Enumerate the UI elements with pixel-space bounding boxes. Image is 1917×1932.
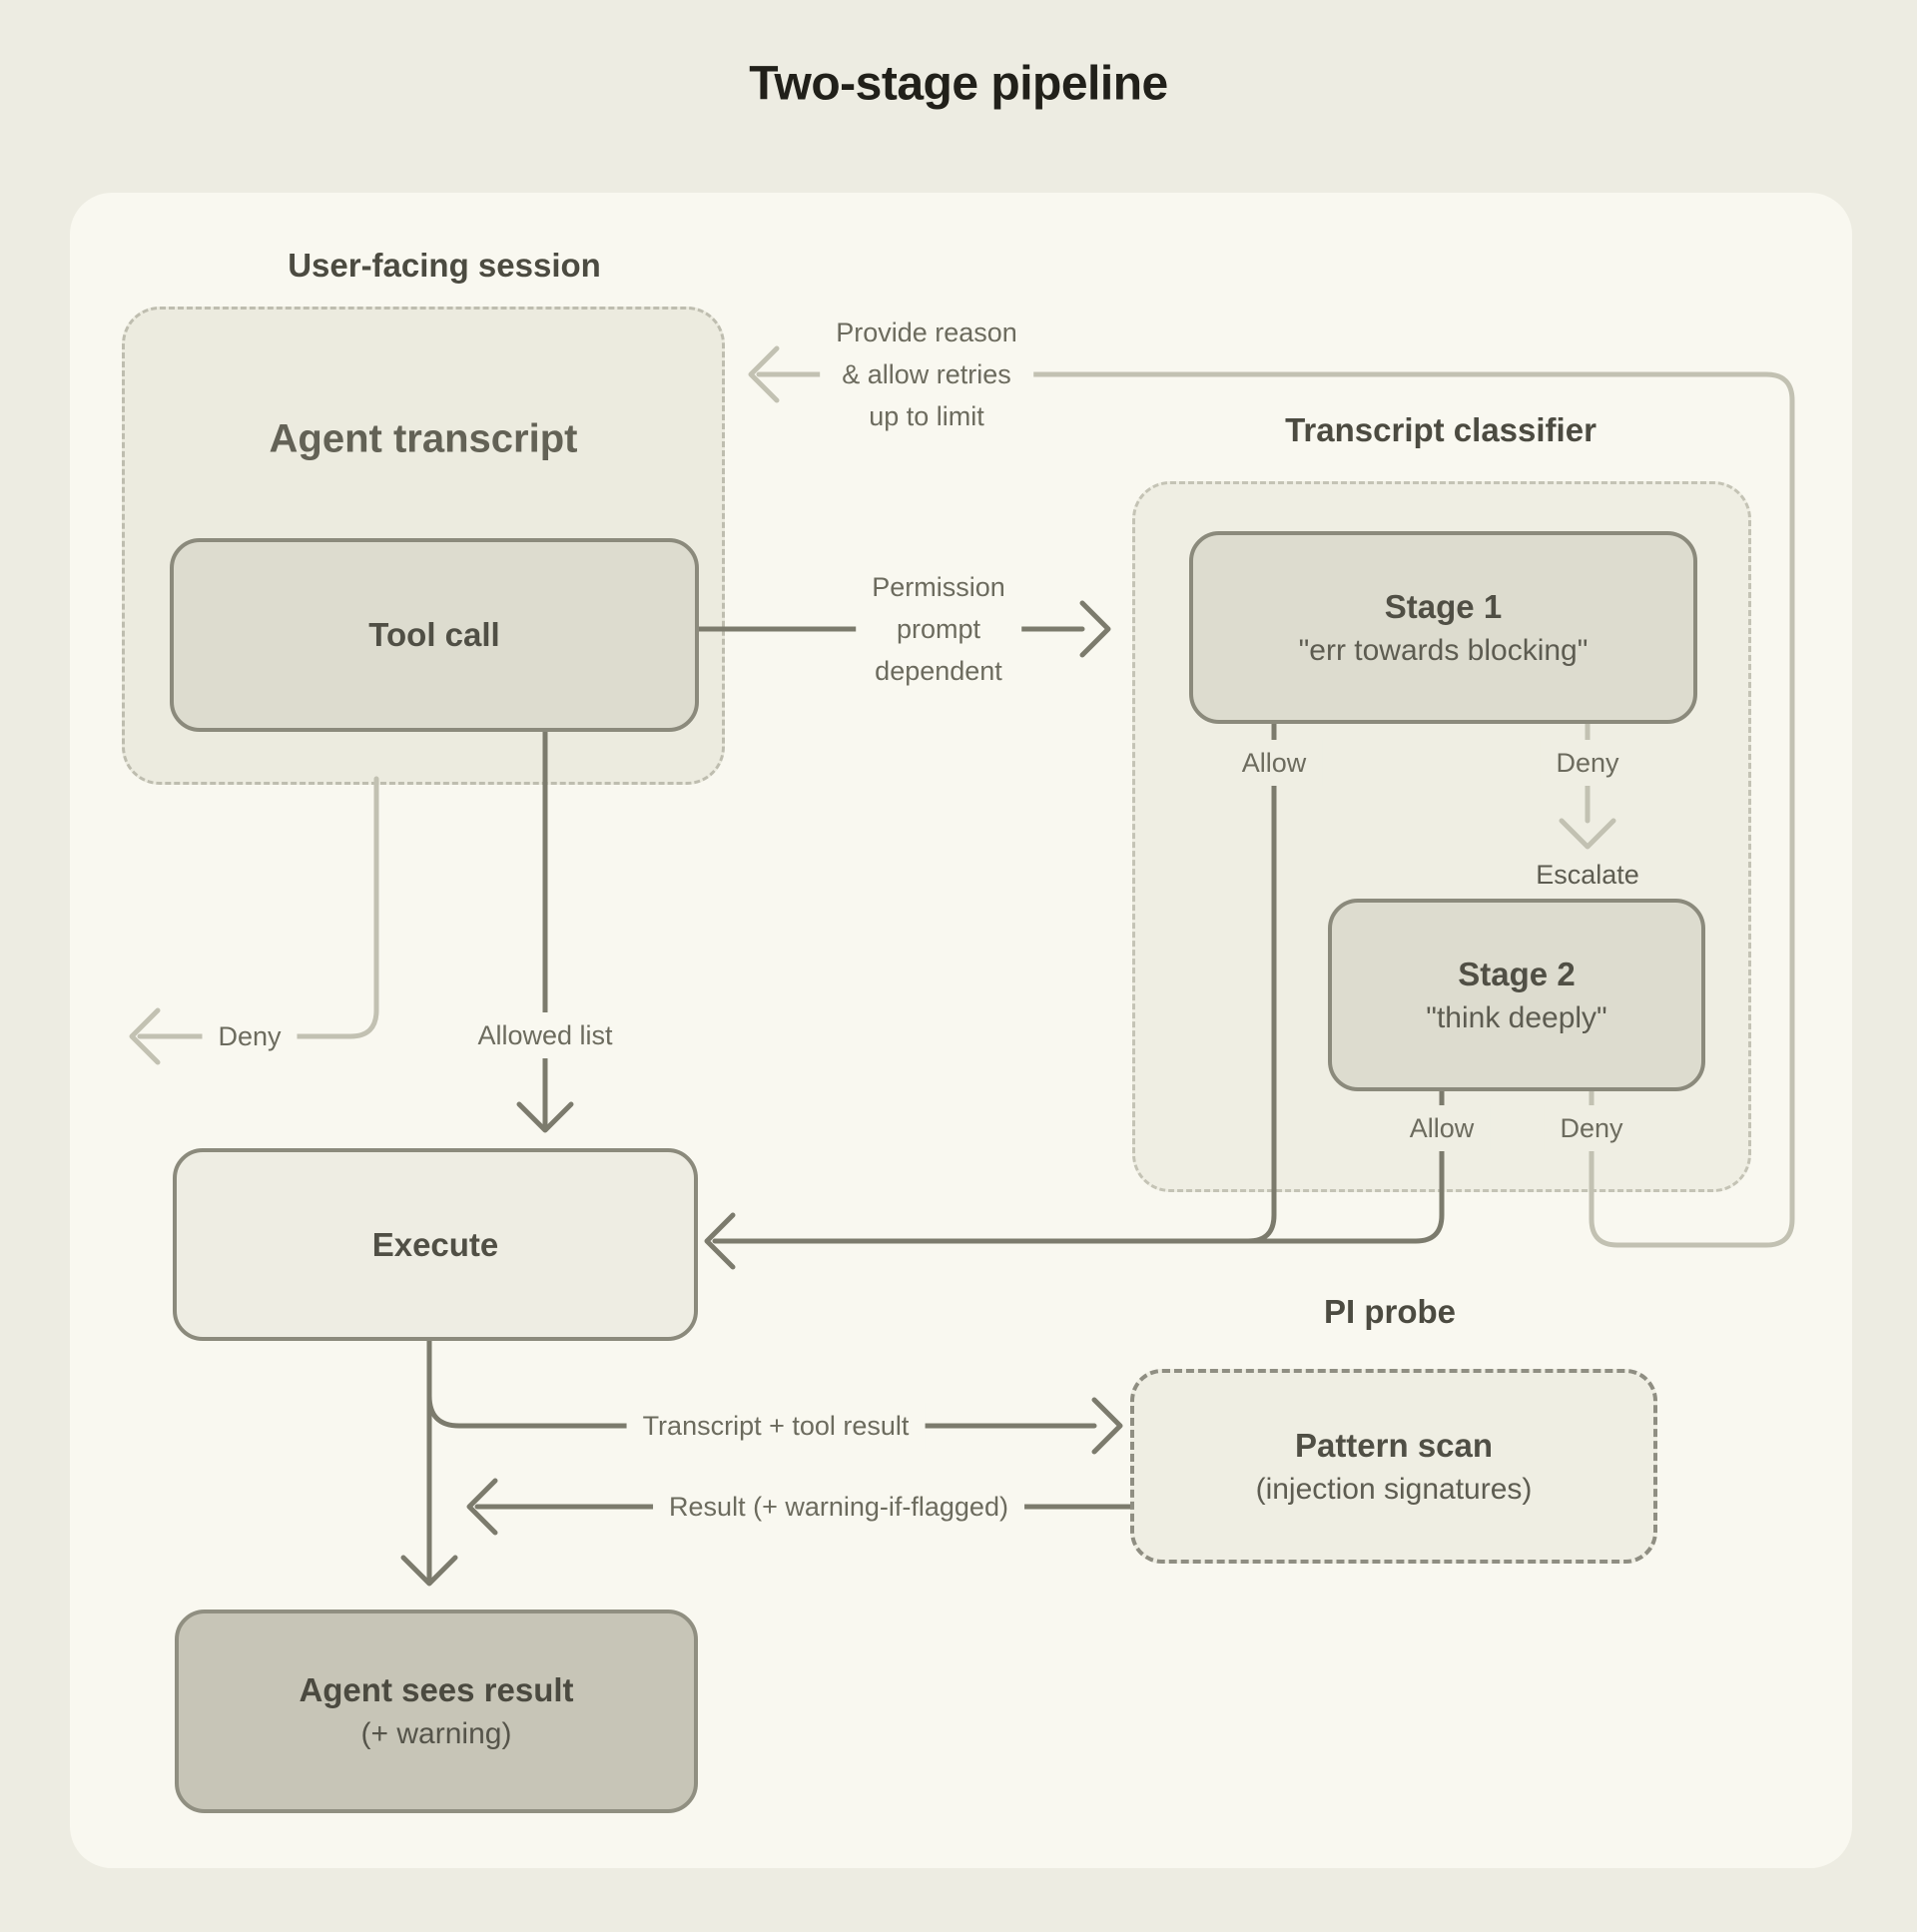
execute-result-arrow: [400, 1332, 1123, 1587]
stage2-node: Stage 2 "think deeply": [1328, 899, 1705, 1091]
permission-line3: dependent: [875, 656, 1002, 686]
stage2-sublabel: "think deeply": [1426, 1000, 1607, 1034]
stage1-node: Stage 1 "err towards blocking": [1189, 531, 1697, 724]
stage2-allow-arrow: [1245, 1078, 1445, 1244]
user-facing-session-heading: User-facing session: [288, 247, 601, 284]
escalate-label: Escalate: [1536, 860, 1639, 890]
execute-label: Execute: [371, 1225, 499, 1263]
agent-sees-result-node: Agent sees result (+ warning): [175, 1610, 698, 1813]
provide-reason-line1: Provide reason: [836, 318, 1017, 347]
transcript-classifier-heading: Transcript classifier: [1285, 411, 1597, 448]
user-deny-label: Deny: [202, 1013, 298, 1059]
execute-node: Execute: [173, 1148, 698, 1341]
result-warning-label: Result (+ warning-if-flagged): [653, 1484, 1024, 1530]
provide-reason-edge-label: Provide reason & allow retries up to lim…: [820, 310, 1033, 439]
agent-sees-result-label: Agent sees result: [299, 1671, 574, 1708]
stage2-allow-label: Allow: [1393, 1105, 1491, 1151]
agent-sees-result-sublabel: (+ warning): [360, 1717, 512, 1750]
provide-reason-line3: up to limit: [869, 401, 984, 431]
user-deny-arrow: [129, 776, 379, 1065]
pi-probe-heading: PI probe: [1323, 1293, 1457, 1330]
pattern-scan-node: Pattern scan (injection signatures): [1130, 1369, 1657, 1564]
permission-edge-label: Permission prompt dependent: [856, 564, 1021, 694]
permission-line1: Permission: [872, 572, 1005, 602]
permission-line2: prompt: [896, 614, 981, 644]
stage2-label: Stage 2: [1458, 955, 1576, 992]
tool-call-label: Tool call: [368, 616, 500, 653]
pattern-scan-label: Pattern scan: [1294, 1426, 1494, 1464]
agent-transcript-title: Agent transcript: [269, 416, 578, 461]
stage1-allow-label: Allow: [1225, 740, 1323, 786]
deny-feedback-loop-arrow: [748, 345, 1795, 1248]
allowed-list-arrow: [516, 721, 574, 1133]
transcript-result-label: Transcript + tool result: [626, 1403, 926, 1449]
tool-call-node: Tool call: [170, 538, 699, 732]
stage1-allow-arrow: [704, 711, 1277, 1270]
stage1-deny-label: Deny: [1540, 740, 1635, 786]
stage1-sublabel: "err towards blocking": [1298, 633, 1589, 667]
page-title: Two-stage pipeline: [749, 57, 1168, 111]
stage2-deny-label: Deny: [1544, 1105, 1639, 1151]
stage1-label: Stage 1: [1384, 587, 1503, 625]
provide-reason-line2: & allow retries: [842, 359, 1011, 389]
pattern-scan-sublabel: (injection signatures): [1255, 1472, 1533, 1506]
allowed-list-label: Allowed list: [461, 1012, 629, 1058]
